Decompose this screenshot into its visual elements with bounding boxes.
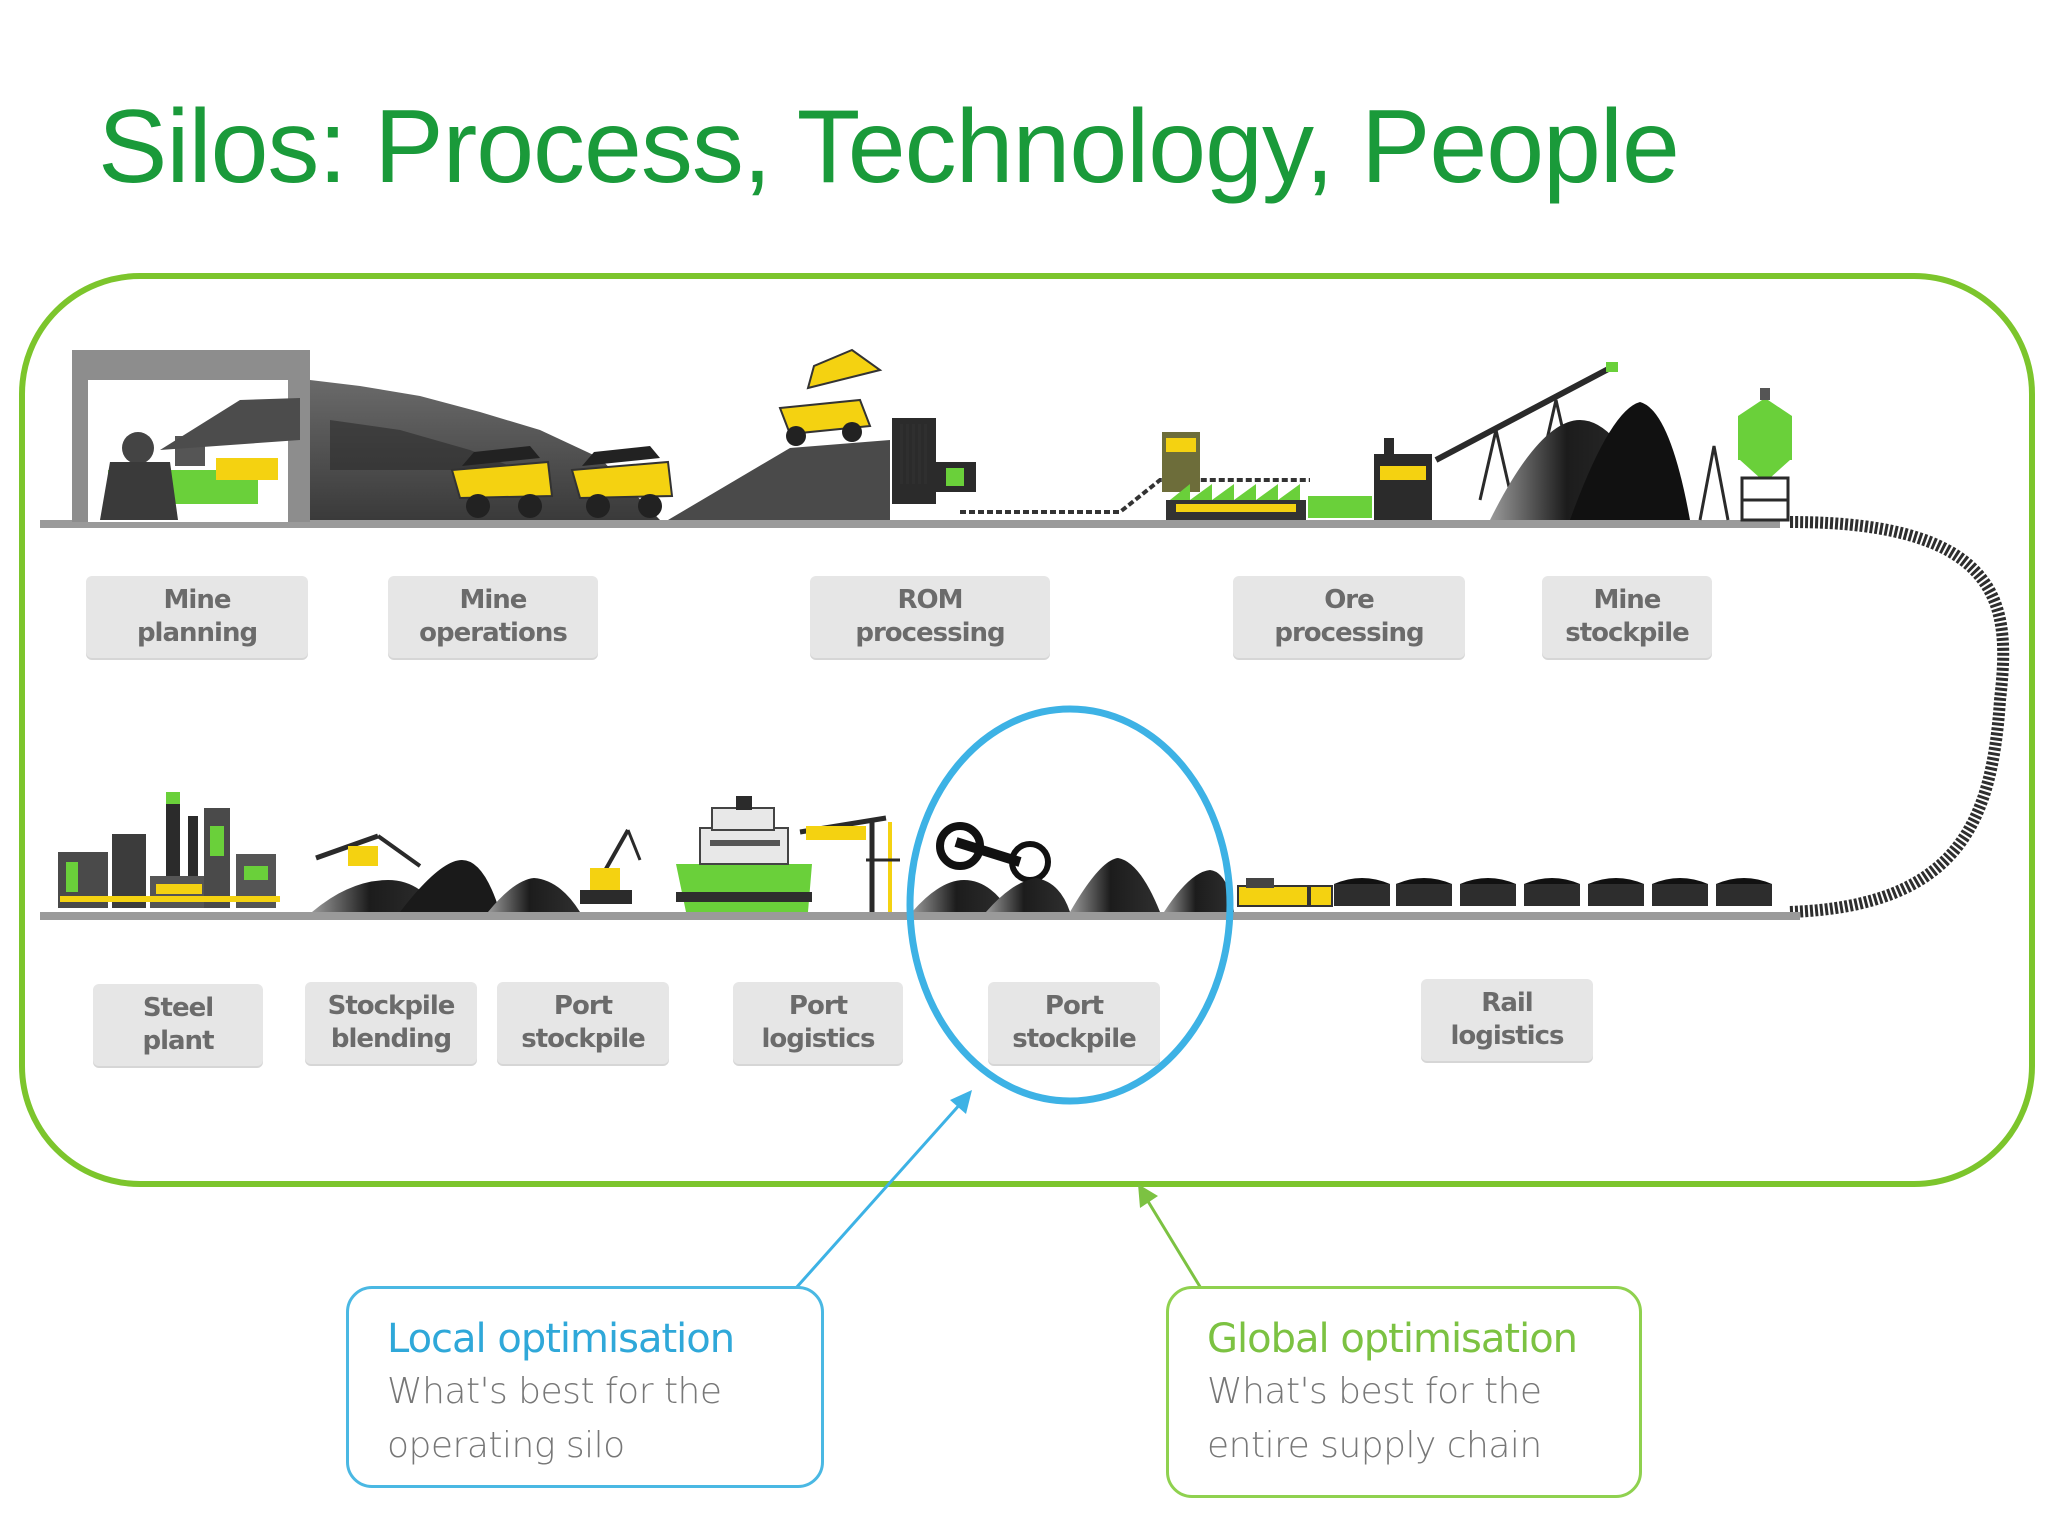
- local-optimisation-heading: Local optimisation: [387, 1316, 735, 1362]
- top-ground-line: [40, 520, 1780, 528]
- ore-train-icon: [1237, 878, 1772, 907]
- stockpile-icon: [488, 878, 580, 912]
- global-optimisation-heading: Global optimisation: [1207, 1316, 1578, 1362]
- local-optimisation-body: What's best for the operating silo: [387, 1371, 722, 1466]
- shiploader-icon: [799, 815, 900, 912]
- stage-label-port-stockpile: Port stockpile: [497, 982, 669, 1064]
- stacker-icon: [580, 829, 642, 904]
- local-optimisation-arrow: [794, 1090, 972, 1289]
- rom-crusher-icon: [668, 348, 976, 520]
- global-optimisation-callout: Global optimisation What's best for the …: [1166, 1286, 1642, 1498]
- global-optimisation-arrow: [1138, 1184, 1204, 1291]
- stockpile-icon: [912, 858, 1234, 912]
- steel-plant-icon: [58, 792, 280, 908]
- stage-label-rail-logistics: Rail logistics: [1421, 979, 1593, 1061]
- stacker-reclaimer-icon: [315, 833, 422, 868]
- stockpile-icon: [1490, 402, 1690, 520]
- bulk-carrier-icon: [676, 796, 812, 912]
- stage-label-port-stockpile-highlighted: Port stockpile: [988, 982, 1160, 1064]
- bottom-ground-line: [40, 912, 1800, 920]
- stage-label-stockpile-blending: Stockpile blending: [305, 982, 477, 1064]
- train-loadout-silo-icon: [1698, 388, 1792, 522]
- stage-label-mine-stockpile: Mine stockpile: [1542, 576, 1712, 658]
- rail-track-icon: [1789, 516, 2010, 918]
- local-optimisation-highlight: [906, 705, 1234, 1105]
- ore-processing-plant-icon: [1162, 432, 1432, 520]
- dump-truck-icon: [570, 446, 674, 518]
- local-optimisation-callout: Local optimisation What's best for the o…: [346, 1286, 824, 1488]
- stage-label-ore-processing: Ore processing: [1233, 576, 1465, 658]
- stage-label-mine-planning: Mine planning: [86, 576, 308, 658]
- mine-pit-icon: [160, 380, 660, 520]
- slide-title: Silos: Process, Technology, People: [98, 89, 1680, 205]
- stage-label-rom-processing: ROM processing: [810, 576, 1050, 658]
- stage-label-port-logistics: Port logistics: [733, 982, 903, 1064]
- dump-truck-icon: [450, 446, 554, 518]
- stage-label-steel-plant: Steel plant: [93, 984, 263, 1066]
- supply-chain-frame: [19, 273, 2035, 1187]
- global-optimisation-body: What's best for the entire supply chain: [1207, 1371, 1542, 1466]
- conveyor-icon: [960, 478, 1310, 514]
- stage-label-mine-operations: Mine operations: [388, 576, 598, 658]
